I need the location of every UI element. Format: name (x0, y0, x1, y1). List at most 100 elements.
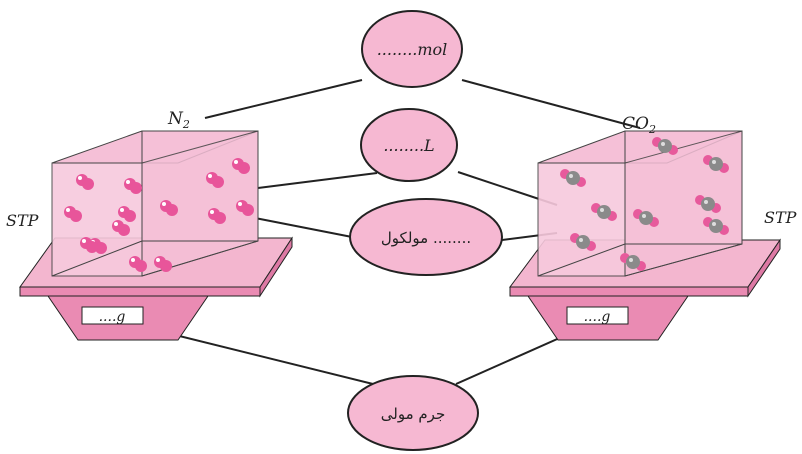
co2-molecule-icon (652, 137, 678, 155)
co2-highlight (661, 142, 665, 146)
n2-atom (70, 210, 82, 222)
ellipse-molar-mass-text: جرم مولی (381, 405, 445, 423)
n2-atom (242, 204, 254, 216)
n2-highlight (234, 160, 238, 164)
n2-highlight (238, 202, 242, 206)
line-mol-to-co2 (461, 79, 641, 129)
n2-highlight (126, 180, 130, 184)
left-scale-display-text: ....g (99, 309, 126, 325)
right-gas-box (537, 130, 743, 277)
n2-highlight (114, 222, 118, 226)
ellipse-molecules-text: مولکول ........ (381, 229, 471, 247)
co2-carbon (658, 139, 672, 153)
n2-atom (82, 178, 94, 190)
n2-atom (238, 162, 250, 174)
n2-highlight (82, 239, 86, 243)
n2-atom (118, 224, 130, 236)
co2-carbon (626, 255, 640, 269)
n2-atom (166, 204, 178, 216)
n2-atom (212, 176, 224, 188)
right-stp-label: STP (764, 208, 797, 227)
n2-atom (214, 212, 226, 224)
n2-molecule-icon (76, 174, 94, 190)
n2-highlight (156, 258, 160, 262)
n2-highlight (210, 210, 214, 214)
co2-carbon (639, 211, 653, 225)
right-scale-plate-side (747, 238, 781, 298)
co2-highlight (704, 200, 708, 204)
co2-carbon (701, 197, 715, 211)
n2-atom (160, 260, 172, 272)
n2-label: N2 (167, 109, 190, 131)
ellipse-molecules-shape (349, 198, 503, 276)
left-scale-display (81, 306, 144, 325)
co2-particles (560, 137, 729, 271)
n2-molecule-icon (124, 178, 142, 194)
connector-lines (142, 79, 641, 385)
n2-atom (135, 260, 147, 272)
co2-highlight (579, 238, 583, 242)
co2-label-sub: 2 (648, 123, 656, 136)
left-stp-label: STP (6, 211, 39, 230)
co2-molecule-icon (633, 209, 659, 227)
ellipse-volume-shape (360, 108, 458, 182)
left-box-edge-4 (141, 240, 259, 277)
n2-atom (130, 182, 142, 194)
left-gas-box (51, 130, 259, 277)
co2-carbon (709, 219, 723, 233)
co2-highlight (569, 174, 573, 178)
ellipse-molar-mass: جرم مولی (347, 375, 479, 451)
right-box-edge-4 (624, 243, 743, 277)
n2-label-main: N (167, 109, 184, 129)
right-box-edge-1 (537, 243, 626, 277)
line-volume-to-left-box (257, 172, 378, 189)
co2-molecule-icon (570, 233, 596, 251)
n2-molecule-icon (236, 200, 254, 216)
n2-molecule-icon (129, 256, 147, 272)
n2-highlight (131, 258, 135, 262)
co2-carbon (597, 205, 611, 219)
left-box-edge-1 (51, 240, 143, 277)
co2-molecule-icon (591, 203, 617, 221)
co2-molecule-icon (560, 169, 586, 187)
n2-molecule-icon (154, 256, 172, 272)
co2-carbon (709, 157, 723, 171)
left-scale-plate-front (19, 286, 261, 297)
right-scale-display (566, 306, 629, 325)
n2-molecule-icon (208, 208, 226, 224)
right-scale-plate-front (509, 286, 749, 297)
co2-highlight (712, 160, 716, 164)
n2-molecule-icon (80, 237, 98, 253)
n2-molecule-icon (206, 172, 224, 188)
n2-highlight (208, 174, 212, 178)
ellipse-mol: ........mol (361, 10, 463, 88)
co2-carbon (566, 171, 580, 185)
n2-highlight (162, 202, 166, 206)
co2-molecule-icon (703, 155, 729, 173)
ellipse-volume-text: ........L (383, 136, 434, 155)
right-scale-display-text: ....g (584, 309, 611, 325)
n2-molecule-icon (118, 206, 136, 222)
n2-atom (124, 210, 136, 222)
n2-label-sub: 2 (182, 118, 190, 131)
co2-highlight (712, 222, 716, 226)
ellipse-mol-shape (361, 10, 463, 88)
n2-molecule-icon (112, 220, 130, 236)
co2-carbon (576, 235, 590, 249)
n2-molecule-icon (160, 200, 178, 216)
co2-highlight (629, 258, 633, 262)
co2-molecule-icon (695, 195, 721, 213)
n2-highlight (66, 208, 70, 212)
n2-atom (95, 242, 107, 254)
n2-molecule-icon (64, 206, 82, 222)
co2-highlight (600, 208, 604, 212)
line-molar-mass-to-left-scale (142, 326, 374, 385)
n2-highlight (78, 176, 82, 180)
n2-molecule-icon (232, 158, 250, 174)
co2-molecule-icon (703, 217, 729, 235)
ellipse-molecules: مولکول ........ (349, 198, 503, 276)
co2-label: CO2 (622, 114, 656, 136)
ellipse-mol-text: ........mol (377, 40, 448, 59)
